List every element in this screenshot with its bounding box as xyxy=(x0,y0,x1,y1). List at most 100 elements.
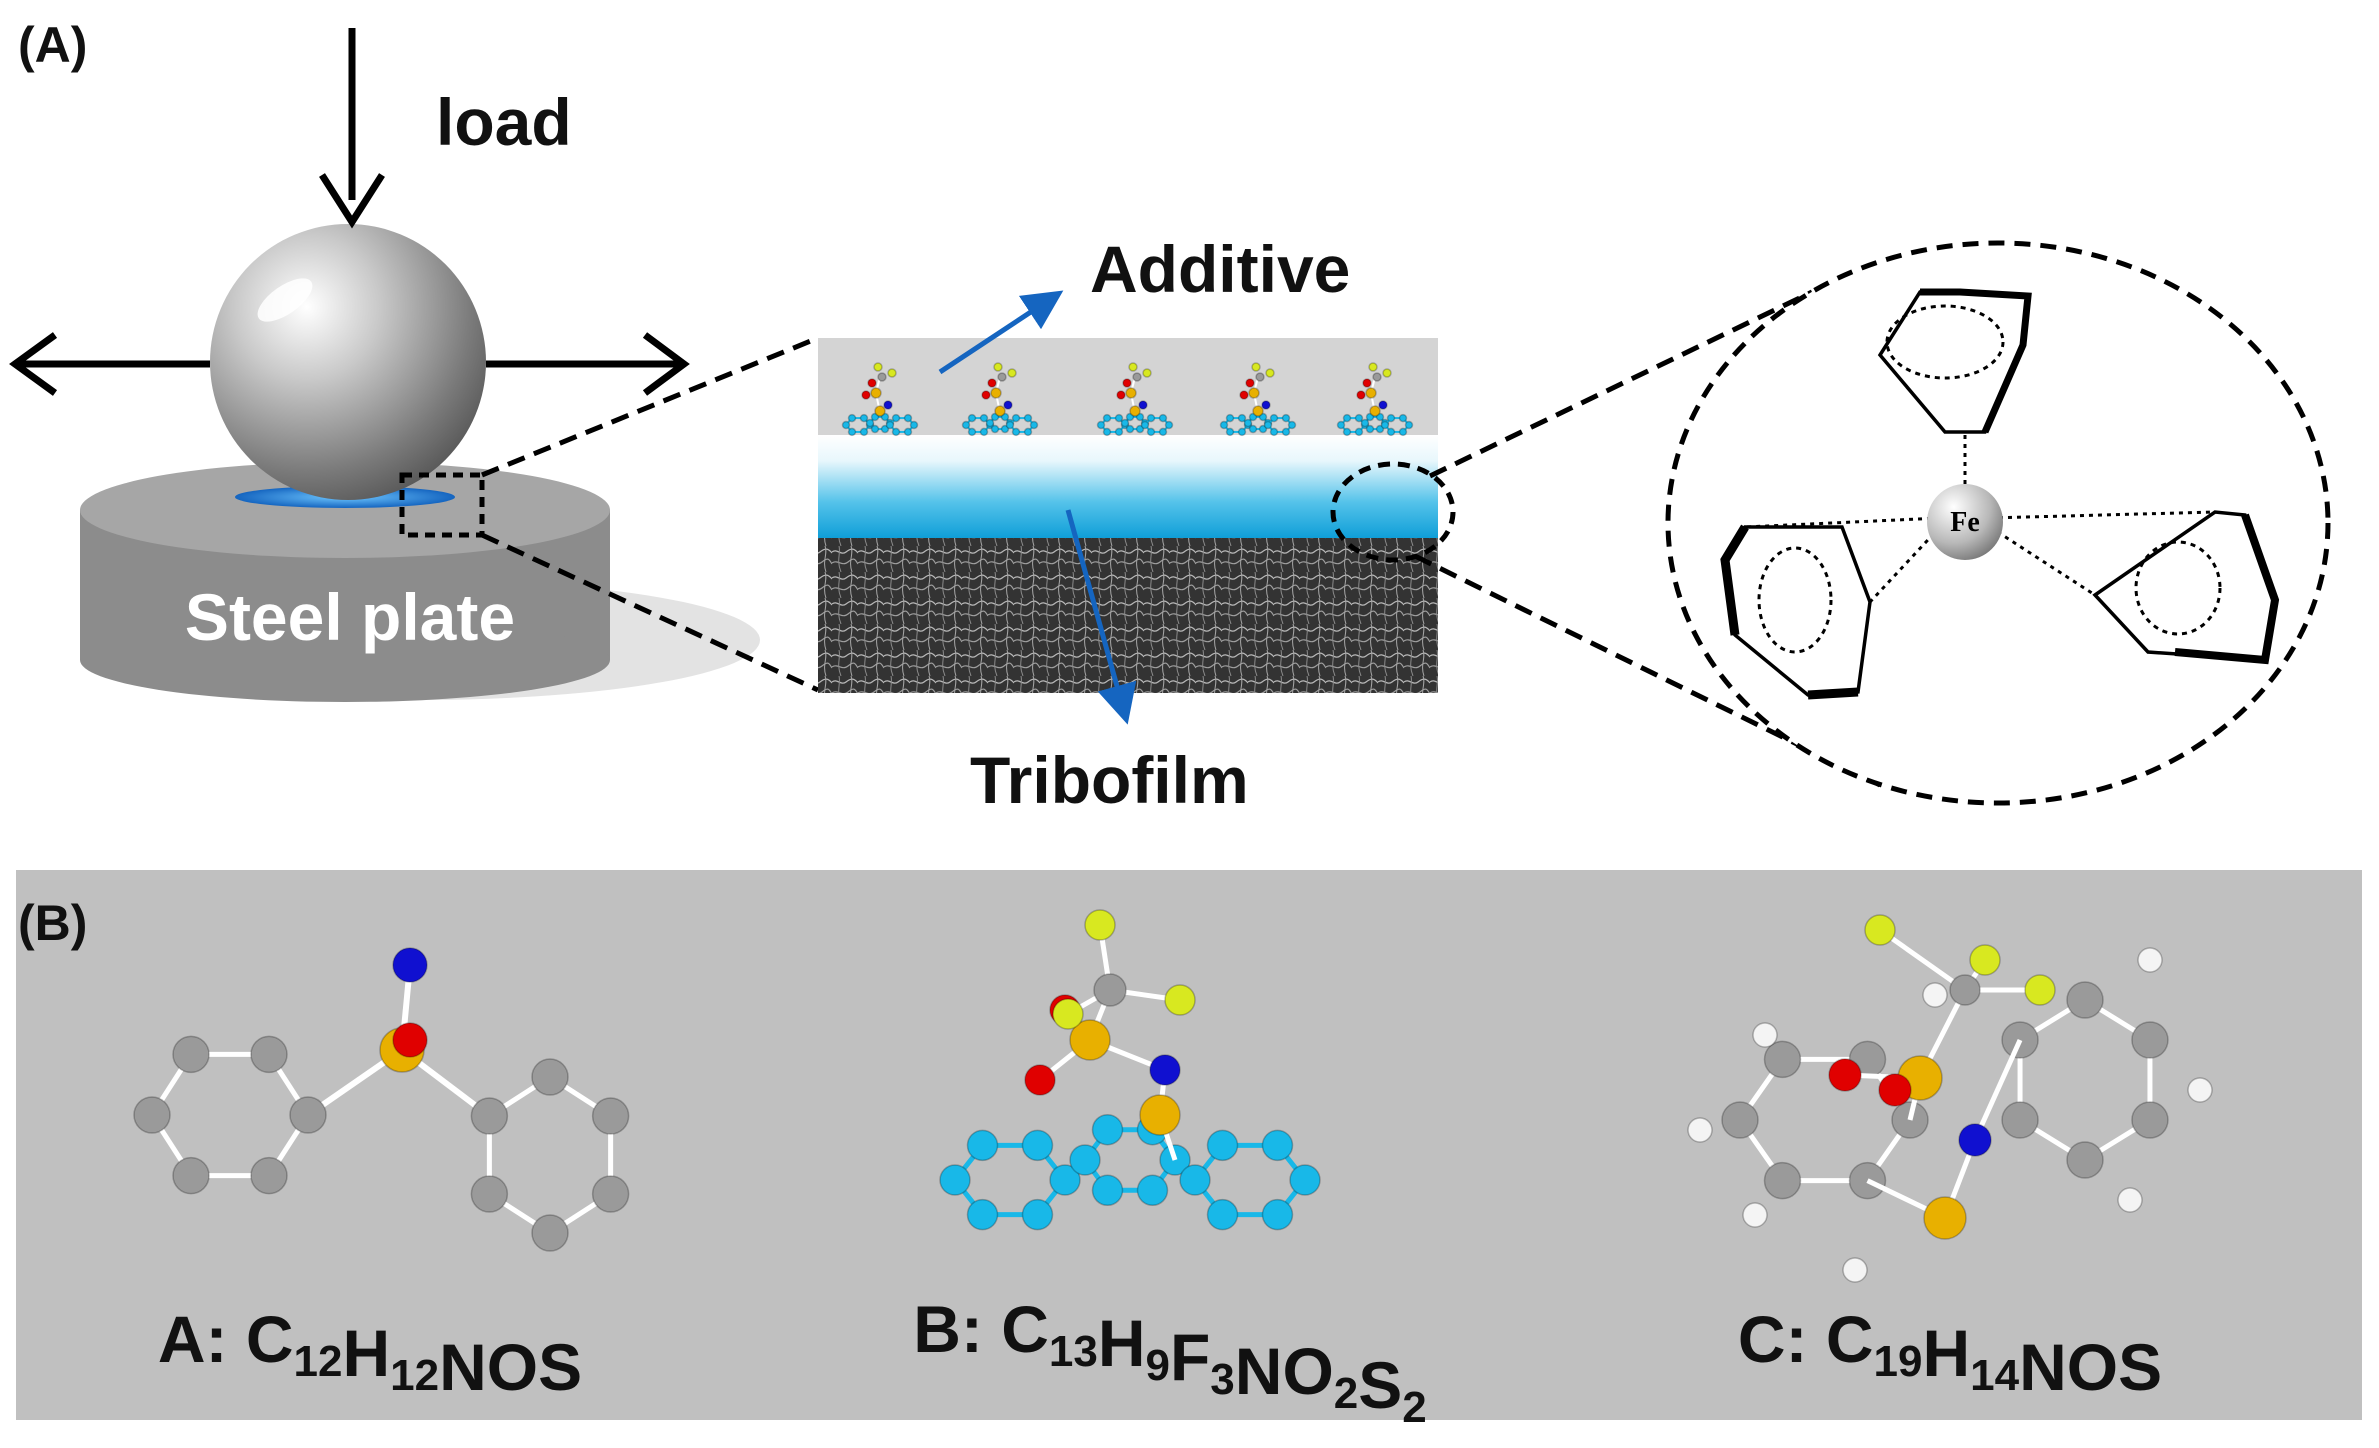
bond xyxy=(1878,927,1967,993)
steel-ball xyxy=(210,224,486,500)
carbon-atom xyxy=(1011,427,1021,437)
carbon-atom xyxy=(870,412,880,422)
carbon-atom xyxy=(1158,427,1168,437)
formula-subscript: 19 xyxy=(1874,1337,1923,1386)
carbon-atom xyxy=(1269,413,1279,423)
sulfur-atom xyxy=(1069,1019,1111,1061)
carbon-atom xyxy=(1342,427,1352,437)
carbon-atom xyxy=(1258,412,1268,422)
carbon-atom xyxy=(985,418,995,428)
carbon-atom xyxy=(2131,1021,2169,1059)
sulfur-atom xyxy=(1252,405,1264,417)
molecule-c-structure xyxy=(1687,914,2213,1283)
carbon-atom xyxy=(1237,413,1247,423)
hydrogen-atom xyxy=(1687,1117,1713,1143)
carbon-atom xyxy=(1021,1129,1054,1162)
carbon-atom xyxy=(1135,424,1145,434)
carbon-atom xyxy=(880,412,890,422)
carbon-atom xyxy=(967,413,977,423)
carbon-atom xyxy=(1258,424,1268,434)
carbon-atom xyxy=(979,427,989,437)
ferrous-complex-zoom xyxy=(1665,240,2331,806)
nitrogen-atom xyxy=(1261,400,1271,410)
carbon-atom xyxy=(1248,424,1258,434)
carbon-atom xyxy=(1093,973,1127,1007)
carbon-atom xyxy=(961,420,971,430)
carbon-atom xyxy=(1225,427,1235,437)
carbon-atom xyxy=(1360,418,1370,428)
carbon-atom xyxy=(591,1097,630,1135)
fluorine-atom xyxy=(1251,362,1261,372)
carbon-atom xyxy=(1158,413,1168,423)
formula-prefix: A: xyxy=(158,1302,246,1376)
fluorine-atom xyxy=(1382,368,1392,378)
carbon-atom xyxy=(891,427,901,437)
carbon-atom xyxy=(1102,413,1112,423)
oxygen-atom xyxy=(861,390,871,400)
steel-substrate xyxy=(818,538,1438,693)
formula-subscript: 3 xyxy=(1210,1355,1234,1404)
additive-molecules xyxy=(841,362,1414,437)
carbon-atom xyxy=(1386,427,1396,437)
carbon-atom xyxy=(891,413,901,423)
fluorine-atom xyxy=(1142,368,1152,378)
carbon-atom xyxy=(966,1198,999,1231)
carbon-atom xyxy=(1380,420,1390,430)
carbon-atom xyxy=(1021,1198,1054,1231)
zoom-region-box xyxy=(399,472,485,538)
carbon-atom xyxy=(1206,1129,1239,1162)
carbon-atom xyxy=(1114,427,1124,437)
formula-element: NOS xyxy=(2019,1330,2162,1404)
carbon-atom xyxy=(885,420,895,430)
carbon-atom xyxy=(859,413,869,423)
carbon-atom xyxy=(1342,413,1352,423)
carbon-atom xyxy=(172,1035,210,1074)
nitrogen-atom xyxy=(1149,1054,1181,1086)
carbon-atom xyxy=(847,427,857,437)
formula-subscript: 14 xyxy=(1970,1351,2019,1400)
nitrogen-atom xyxy=(1003,400,1013,410)
bond xyxy=(1972,1038,2023,1142)
load-arrow xyxy=(319,28,385,229)
fluorine-atom xyxy=(873,362,883,372)
nitrogen-atom xyxy=(1138,400,1148,410)
carbon-atom xyxy=(966,1129,999,1162)
carbon-atom xyxy=(903,427,913,437)
oxygen-atom xyxy=(1828,1058,1862,1092)
carbon-atom xyxy=(1281,413,1291,423)
iron-atom xyxy=(1927,484,2003,560)
fluorine-atom xyxy=(1864,914,1896,946)
formula-element: C xyxy=(1001,1292,1049,1366)
carbon-atom xyxy=(1398,413,1408,423)
oxygen-atom xyxy=(1024,1064,1056,1096)
carbon-atom xyxy=(939,1164,971,1196)
oxygen-atom xyxy=(1245,378,1255,388)
sulfur-atom xyxy=(874,405,886,417)
sulfur-atom xyxy=(1365,387,1377,399)
carbon-atom xyxy=(1029,420,1039,430)
fe-label: Fe xyxy=(1950,507,1980,538)
fluorine-atom xyxy=(993,362,1003,372)
carbon-atom xyxy=(1125,412,1135,422)
carbon-atom xyxy=(1011,413,1021,423)
carbon-atom xyxy=(1354,413,1364,423)
carbon-atom xyxy=(1372,372,1382,382)
formula-subscript: 2 xyxy=(1334,1369,1358,1418)
carbon-atom xyxy=(1140,420,1150,430)
additive-arrow xyxy=(938,290,1064,375)
formula-b: B: C13H9F3NO2S2 xyxy=(913,1292,1427,1432)
formula-element: H xyxy=(1922,1316,1970,1390)
sulfur-atom xyxy=(1139,1094,1181,1136)
hydrogen-atom xyxy=(2187,1077,2213,1103)
panel-b-label: (B) xyxy=(18,895,87,951)
sulfur-atom xyxy=(1248,387,1260,399)
carbon-atom xyxy=(1132,372,1142,382)
carbon-atom xyxy=(1375,412,1385,422)
fluorine-atom xyxy=(2024,974,2056,1006)
formula-element: C xyxy=(246,1302,294,1376)
formula-subscript: 2 xyxy=(1402,1383,1426,1432)
formula-element: NO xyxy=(1235,1334,1334,1408)
carbon-atom xyxy=(1255,372,1265,382)
carbon-atom xyxy=(2001,1101,2039,1139)
carbon-atom xyxy=(1398,427,1408,437)
